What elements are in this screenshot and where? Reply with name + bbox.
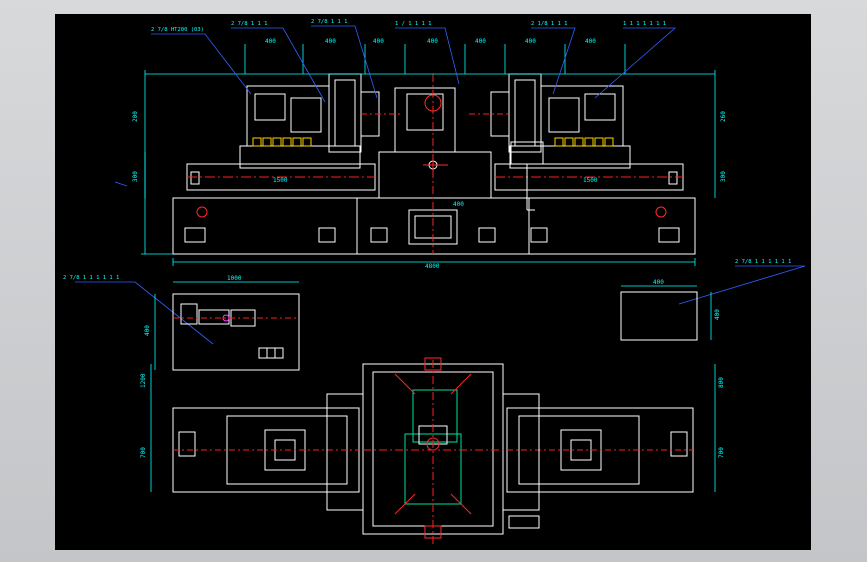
left-power-head-carriage: [239, 145, 361, 169]
plan-dimensions: [150, 364, 716, 492]
electric-cabinet-dimensions: [621, 285, 712, 340]
base-foot-pad: [530, 227, 548, 243]
callout-top-3: 2 7/8 1 1 1: [311, 19, 347, 25]
callout-top-6: 1 1 1 1 1 1 1: [623, 21, 666, 27]
base-foot-pad: [658, 227, 680, 243]
dim-panel-left-width: 1000: [227, 275, 242, 282]
plan-view: [172, 357, 694, 544]
plan-dimension-labels: 1200 700 800 700: [140, 373, 725, 458]
left-spindle-housing: [328, 73, 362, 153]
right-spindle-housing: [508, 73, 542, 153]
dim-left-height-2: 300: [132, 171, 139, 182]
hydraulic-unit-dimensions: [154, 281, 299, 370]
front-elevation: [172, 73, 696, 255]
dim-panel-right-height: 400: [714, 309, 721, 320]
hydraulic-unit: [172, 293, 300, 371]
dim-center-small: 400: [453, 201, 464, 208]
control-box: [510, 141, 544, 165]
callout-leaders: [75, 25, 806, 345]
dim-panel-right-width: 400: [653, 279, 664, 286]
base-foot-pad: [318, 227, 336, 243]
callout-left-mid: 2 7/8 1 1 1 1 1 1: [63, 275, 119, 281]
dim-top-1: 400: [265, 38, 276, 45]
coolant-port-right: [655, 206, 667, 218]
dim-top-7: 400: [585, 38, 596, 45]
callout-right-mid: 2 7/8 1 1 1 1 1 1: [735, 259, 791, 265]
dim-plan-left-2: 700: [140, 447, 147, 458]
dim-slide-left: 1500: [273, 177, 288, 184]
dim-base-overall: 4800: [425, 263, 440, 270]
dim-slide-right: 1500: [583, 177, 598, 184]
callout-labels: 2 7/8 HT200 (03) 2 7/8 1 1 1 2 7/8 1 1 1…: [63, 19, 791, 281]
dim-right-height-2: 300: [720, 171, 727, 182]
dim-top-4: 400: [427, 38, 438, 45]
left-tool-row: [252, 137, 312, 147]
left-power-head: [246, 85, 330, 147]
dim-top-6: 400: [525, 38, 536, 45]
dim-top-2: 400: [325, 38, 336, 45]
center-fixture-column: [378, 151, 492, 199]
dim-top-5: 400: [475, 38, 486, 45]
dim-plan-right-2: 700: [718, 447, 725, 458]
dim-left-height-1: 200: [132, 111, 139, 122]
dim-panel-left-height: 400: [144, 325, 151, 336]
callout-top-4: 1 / 1 1 1 1: [395, 21, 431, 27]
callout-top-1: 2 7/8 HT200 (03): [151, 27, 204, 33]
base-foot-pad: [370, 227, 388, 243]
dim-top-3: 400: [373, 38, 384, 45]
dim-plan-left-1: 1200: [140, 373, 147, 388]
machine-base-bed: [172, 197, 696, 255]
base-foot-pad: [184, 227, 206, 243]
cad-drawing-canvas[interactable]: 400 400 400 400 400 400 400 200 300 260 …: [55, 14, 811, 550]
center-fixture-tower: [394, 87, 456, 153]
callout-top-5: 2 1/8 1 1 1: [531, 21, 567, 27]
coolant-port-left: [196, 206, 208, 218]
front-dimensions: [141, 44, 716, 266]
dim-plan-right-1: 800: [718, 377, 725, 388]
right-power-head: [540, 85, 624, 147]
dim-right-height-1: 260: [720, 111, 727, 122]
right-power-head-carriage: [509, 145, 631, 169]
base-foot-pad: [478, 227, 496, 243]
callout-top-2: 2 7/8 1 1 1: [231, 21, 267, 27]
machine-drawing: 400 400 400 400 400 400 400 200 300 260 …: [63, 19, 806, 544]
electric-cabinet: [620, 291, 698, 341]
front-dimension-labels: 400 400 400 400 400 400 400 200 300 260 …: [132, 38, 727, 270]
right-tool-row: [554, 137, 614, 147]
